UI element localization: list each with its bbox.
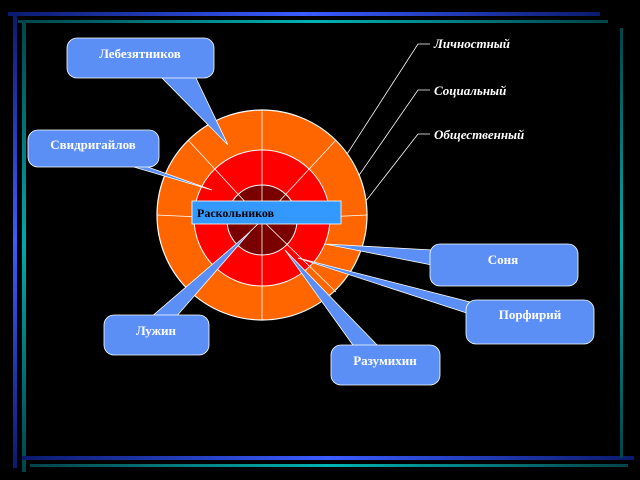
leader-line-personal [319, 43, 430, 197]
callout-lebezyatnikov-label: Лебезятников [99, 46, 181, 61]
frame-bar-top-1 [8, 12, 600, 16]
callout-lebezyatnikov: Лебезятников [66, 37, 215, 79]
callout-sonya-label: Соня [488, 252, 518, 267]
ring-label-social: Социальный [434, 83, 507, 98]
frame-bar-right [620, 28, 623, 458]
callout-razumikhin: Разумихин [330, 344, 441, 386]
callout-razumikhin-label: Разумихин [353, 353, 417, 368]
callout-luzhin: Лужин [103, 314, 210, 356]
callout-porfiry: Порфирий [465, 299, 595, 345]
leader-line-social [334, 89, 430, 211]
callout-luzhin-label: Лужин [136, 323, 177, 338]
ring-label-personal: Личностный [434, 36, 511, 51]
frame-bar-left-1 [13, 12, 17, 468]
frame-bar-left-2 [22, 20, 26, 472]
frame-bar-bottom-2 [30, 464, 628, 467]
frame-bar-top-2 [18, 20, 608, 23]
leader-line-public [347, 133, 430, 225]
callout-porfiry-label: Порфирий [499, 307, 562, 322]
callout-svidrigailov-label: Свидригайлов [50, 137, 136, 152]
callout-sonya: Соня [429, 243, 579, 287]
center-label: Раскольников [197, 206, 275, 220]
callout-svidrigailov: Свидригайлов [27, 129, 160, 168]
center-box: Раскольников [191, 200, 342, 225]
frame-bar-bottom-1 [22, 456, 634, 460]
ring-label-public: Общественный [434, 127, 525, 142]
